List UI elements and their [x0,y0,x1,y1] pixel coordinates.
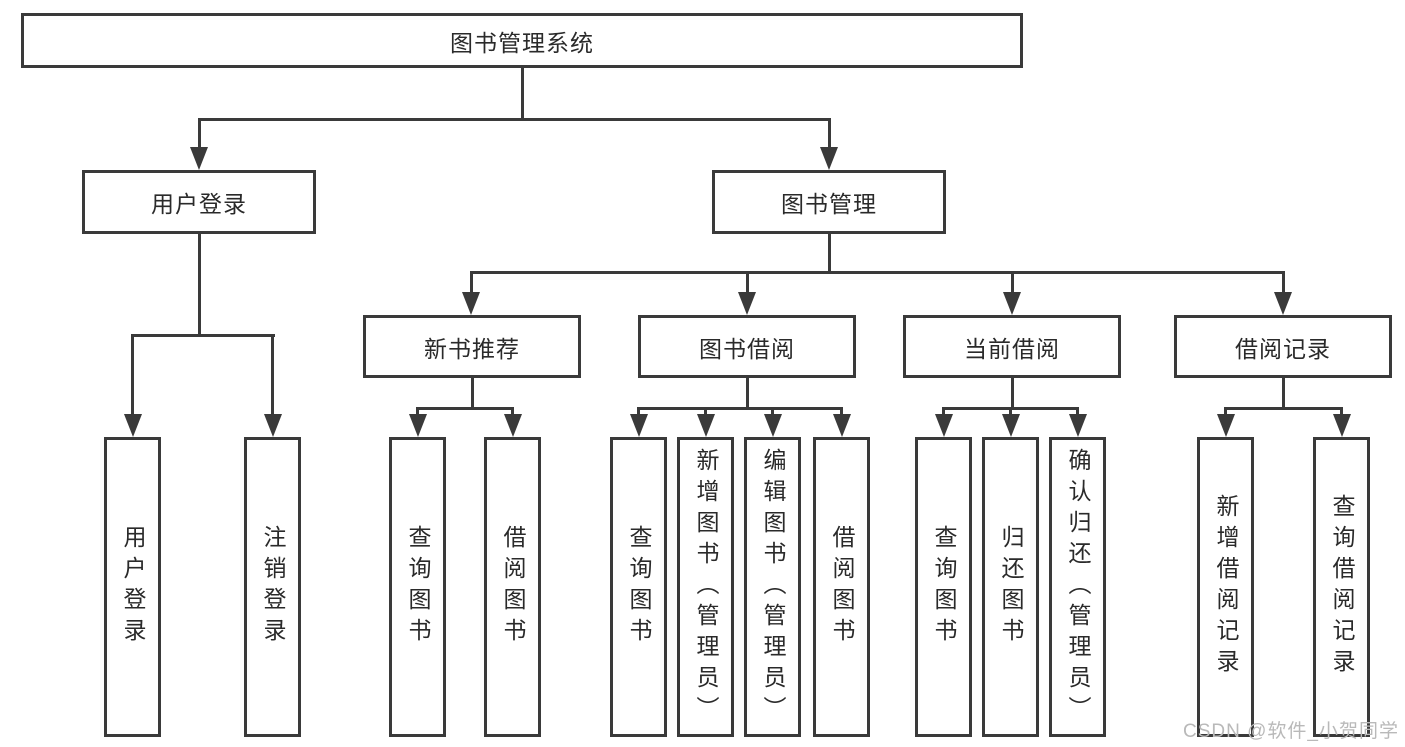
connector-line [131,334,275,337]
connector-line [416,407,514,410]
connector-line [1281,378,1285,407]
arrowhead-down-icon [738,292,756,315]
connector-line [1224,407,1343,410]
node-bb-query-books: 查询图书 [610,437,667,737]
connector-line [840,407,843,419]
node-label: 图书管理 [781,191,877,217]
node-nbr-borrow-books: 借阅图书 [484,437,541,737]
connector-line [637,407,843,410]
arrowhead-down-icon [763,414,782,437]
node-label: 图书借阅 [699,335,795,362]
connector-line [271,334,274,416]
connector-line [704,407,707,419]
arrowhead-down-icon [190,147,208,170]
node-cb-confirm-return-admin: 确认归还（管理员） [1049,437,1106,737]
connector-line [131,334,134,416]
node-label: 确认归还（管理员） [1065,447,1091,727]
connector-line [1340,407,1343,419]
connector-line [197,118,201,150]
node-label: 用户登录 [120,525,146,649]
arrowhead-down-icon [263,414,282,437]
arrowhead-down-icon [1216,414,1235,437]
node-label: 查询图书 [405,525,431,649]
node-label: 注销登录 [260,525,286,649]
node-bb-borrow-books: 借阅图书 [813,437,870,737]
connector-line [197,234,201,334]
node-label: 借阅图书 [829,525,855,649]
node-borrowing-records: 借阅记录 [1174,315,1392,378]
node-label: 新书推荐 [424,335,520,362]
arrowhead-down-icon [629,414,648,437]
node-label: 新增图书（管理员） [693,447,719,727]
node-label: 查询借阅记录 [1329,494,1355,680]
node-cb-return-books: 归还图书 [982,437,1039,737]
node-user-login-action: 用户登录 [104,437,161,737]
arrowhead-down-icon [408,414,427,437]
node-label: 借阅记录 [1235,335,1331,362]
connector-line [469,271,1285,274]
connector-line [520,68,524,118]
node-bb-edit-books-admin: 编辑图书（管理员） [744,437,801,737]
connector-line [771,407,774,419]
arrowhead-down-icon [1001,414,1020,437]
arrowhead-down-icon [1003,292,1021,315]
node-label: 借阅图书 [500,525,526,649]
connector-line [1010,271,1014,294]
connector-line [1076,407,1079,419]
arrowhead-down-icon [462,292,480,315]
node-library-management-system: 图书管理系统 [21,13,1023,68]
connector-line [1281,271,1285,294]
csdn-watermark: CSDN @软件_小贺同学 [1183,721,1399,742]
node-label: 用户登录 [151,191,247,217]
connector-line [416,407,419,419]
node-label: 查询图书 [931,525,957,649]
node-current-borrowing: 当前借阅 [903,315,1121,378]
arrowhead-down-icon [123,414,142,437]
connector-line [745,271,749,294]
connector-line [1010,378,1014,407]
node-label: 新增借阅记录 [1213,494,1239,680]
connector-line [1009,407,1012,419]
arrowhead-down-icon [832,414,851,437]
node-label: 图书管理系统 [450,29,594,56]
connector-line [511,407,514,419]
node-new-book-recommendation: 新书推荐 [363,315,581,378]
arrowhead-down-icon [696,414,715,437]
connector-line [827,118,831,150]
node-bb-add-books-admin: 新增图书（管理员） [677,437,734,737]
arrowhead-down-icon [1068,414,1087,437]
node-book-management: 图书管理 [712,170,946,234]
node-label: 查询图书 [626,525,652,649]
connector-line [1224,407,1227,419]
arrowhead-down-icon [1332,414,1351,437]
arrowhead-down-icon [503,414,522,437]
arrowhead-down-icon [820,147,838,170]
connector-line [470,378,474,407]
node-book-borrowing: 图书借阅 [638,315,856,378]
node-br-add-record: 新增借阅记录 [1197,437,1254,737]
connector-line [469,271,473,294]
arrowhead-down-icon [1274,292,1292,315]
connector-line [827,234,831,271]
node-cb-query-books: 查询图书 [915,437,972,737]
node-user-login: 用户登录 [82,170,316,234]
connector-line [637,407,640,419]
node-label: 当前借阅 [964,335,1060,362]
node-label: 归还图书 [998,525,1024,649]
connector-line [745,378,749,407]
connector-line [197,118,831,121]
node-label: 编辑图书（管理员） [760,447,786,727]
arrowhead-down-icon [934,414,953,437]
connector-line [942,407,945,419]
node-logout: 注销登录 [244,437,301,737]
node-nbr-query-books: 查询图书 [389,437,446,737]
node-br-query-record: 查询借阅记录 [1313,437,1370,737]
